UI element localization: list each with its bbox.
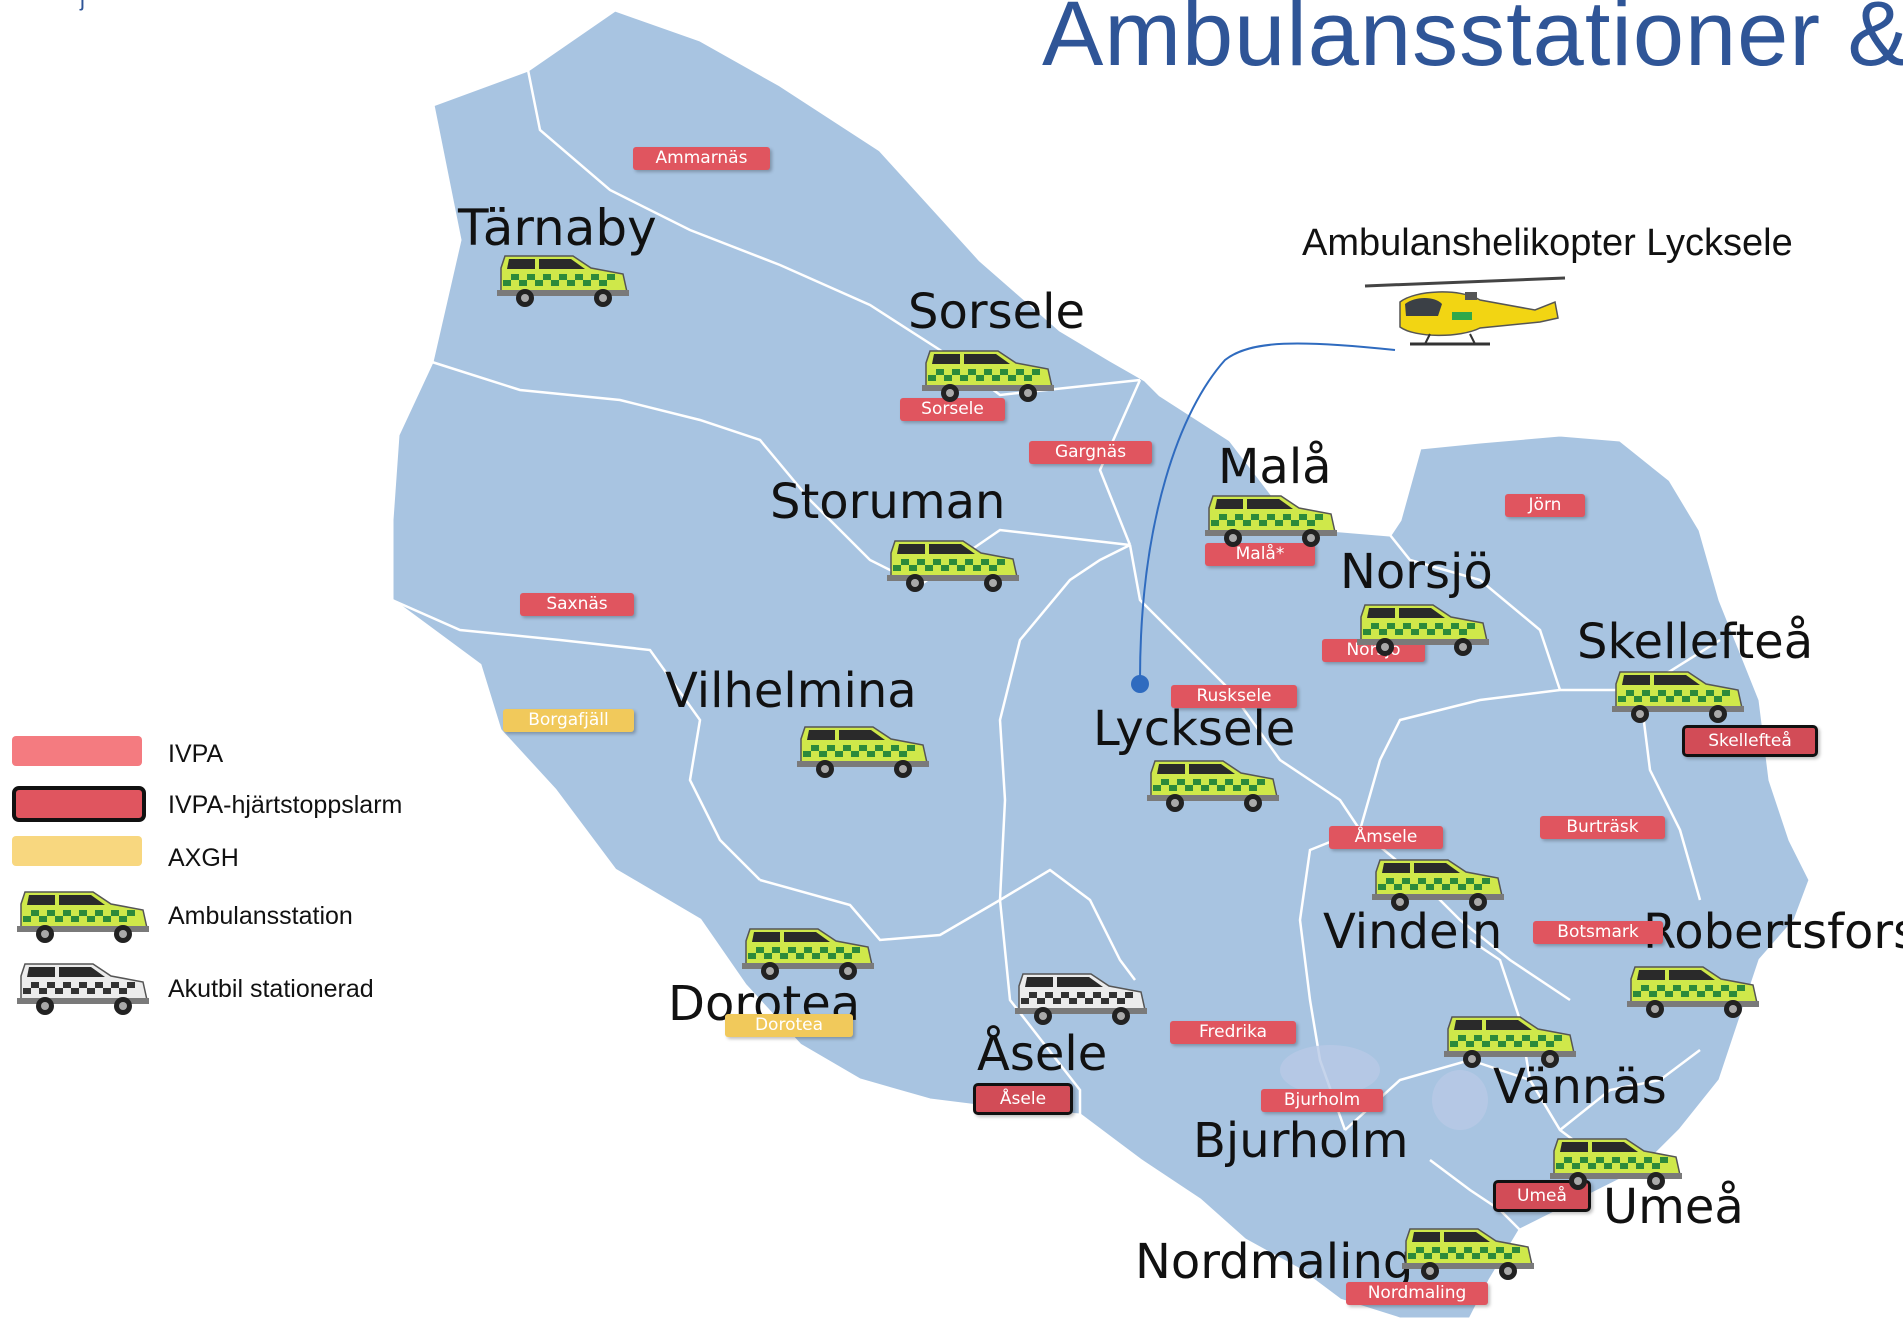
- ambulance-icon-vilhelmina: [797, 726, 929, 778]
- ambulance-icon-nordmaling: [1402, 1228, 1534, 1280]
- town-mala: Malå: [1218, 439, 1332, 495]
- helicopter-base-marker: [1131, 675, 1149, 693]
- tag-fredrika: Fredrika: [1170, 1021, 1296, 1044]
- ambulance-icon-sorsele: [922, 350, 1054, 402]
- ambulance-icon-tarnaby: [497, 255, 629, 307]
- tag-botsmark: Botsmark: [1533, 921, 1663, 944]
- legend-ivpa-swatch: [12, 736, 142, 766]
- tag-amsele: Åmsele: [1329, 826, 1443, 849]
- ambulance-icon-umea: [1550, 1138, 1682, 1190]
- ambulance-icon-mala: [1205, 495, 1337, 547]
- tag-saxnas: Saxnäs: [520, 593, 634, 616]
- ambulance-icon-storuman: [887, 540, 1019, 592]
- tag-ammarnas: Ammarnäs: [633, 147, 770, 170]
- lake-vannas: [1432, 1070, 1488, 1130]
- town-vannas: Vännäs: [1493, 1059, 1667, 1115]
- town-skelleftea: Skellefteå: [1577, 614, 1814, 670]
- legend-axgh-label: AXGH: [168, 844, 239, 872]
- legend-axgh-swatch: [12, 836, 142, 866]
- town-nordmaling: Nordmaling: [1135, 1234, 1414, 1290]
- ambulance-icon-robertsfors: [1627, 966, 1759, 1018]
- tag-mala: Malå*: [1205, 543, 1315, 566]
- akutbil-icon-asele: [1015, 973, 1147, 1025]
- town-robertsfors: Robertsfors: [1643, 904, 1903, 960]
- tag-bjurholm: Bjurholm: [1261, 1089, 1383, 1112]
- legend-akutbil-label: Akutbil stationerad: [168, 975, 374, 1003]
- helicopter-icon: [1364, 276, 1566, 346]
- tag-dorotea: Dorotea: [725, 1014, 853, 1037]
- tag-asele: Åsele: [973, 1083, 1073, 1115]
- legend-ivpa-label: IVPA: [168, 740, 224, 768]
- town-vindeln: Vindeln: [1323, 904, 1503, 960]
- corner-text: j: [80, 0, 85, 12]
- legend-akutbil-icon: [17, 963, 149, 1015]
- legend-station-label: Ambulansstation: [168, 902, 353, 930]
- ambulance-icon-dorotea: [742, 928, 874, 980]
- tag-burtrask: Burträsk: [1540, 816, 1665, 839]
- page-title: Ambulansstationer &: [1042, 0, 1903, 85]
- ambulance-icon-norsjo: [1357, 604, 1489, 656]
- tag-skelleftea: Skellefteå: [1682, 725, 1818, 757]
- legend-ambulance-icon: [17, 891, 149, 943]
- town-storuman: Storuman: [770, 474, 1006, 530]
- town-lycksele: Lycksele: [1093, 701, 1296, 757]
- tag-borgafjall: Borgafjäll: [503, 709, 634, 732]
- town-sorsele: Sorsele: [908, 284, 1085, 340]
- legend-alarm-label: IVPA-hjärtstoppslarm: [168, 791, 403, 819]
- ambulance-icon-vannas: [1444, 1016, 1576, 1068]
- town-bjurholm: Bjurholm: [1193, 1113, 1409, 1169]
- tag-jorn: Jörn: [1505, 494, 1585, 517]
- ambulance-icon-skelleftea: [1612, 671, 1744, 723]
- town-tarnaby: Tärnaby: [458, 199, 657, 257]
- tag-gargnas: Gargnäs: [1029, 441, 1152, 464]
- ambulance-icon-vindeln: [1372, 859, 1504, 911]
- helicopter-label: Ambulanshelikopter Lycksele: [1302, 222, 1793, 264]
- town-vilhelmina: Vilhelmina: [665, 663, 917, 719]
- tag-nordmaling: Nordmaling: [1346, 1282, 1488, 1305]
- town-norsjo: Norsjö: [1340, 544, 1493, 600]
- legend-alarm-swatch: [12, 786, 146, 822]
- town-asele: Åsele: [977, 1026, 1108, 1082]
- town-umea: Umeå: [1603, 1179, 1744, 1235]
- ambulance-icon-lycksele: [1147, 760, 1279, 812]
- tag-rusksele: Rusksele: [1171, 685, 1297, 708]
- helicopter-route: [1139, 342, 1396, 681]
- tag-sorsele: Sorsele: [900, 398, 1005, 421]
- lake-bjurholm: [1280, 1045, 1380, 1095]
